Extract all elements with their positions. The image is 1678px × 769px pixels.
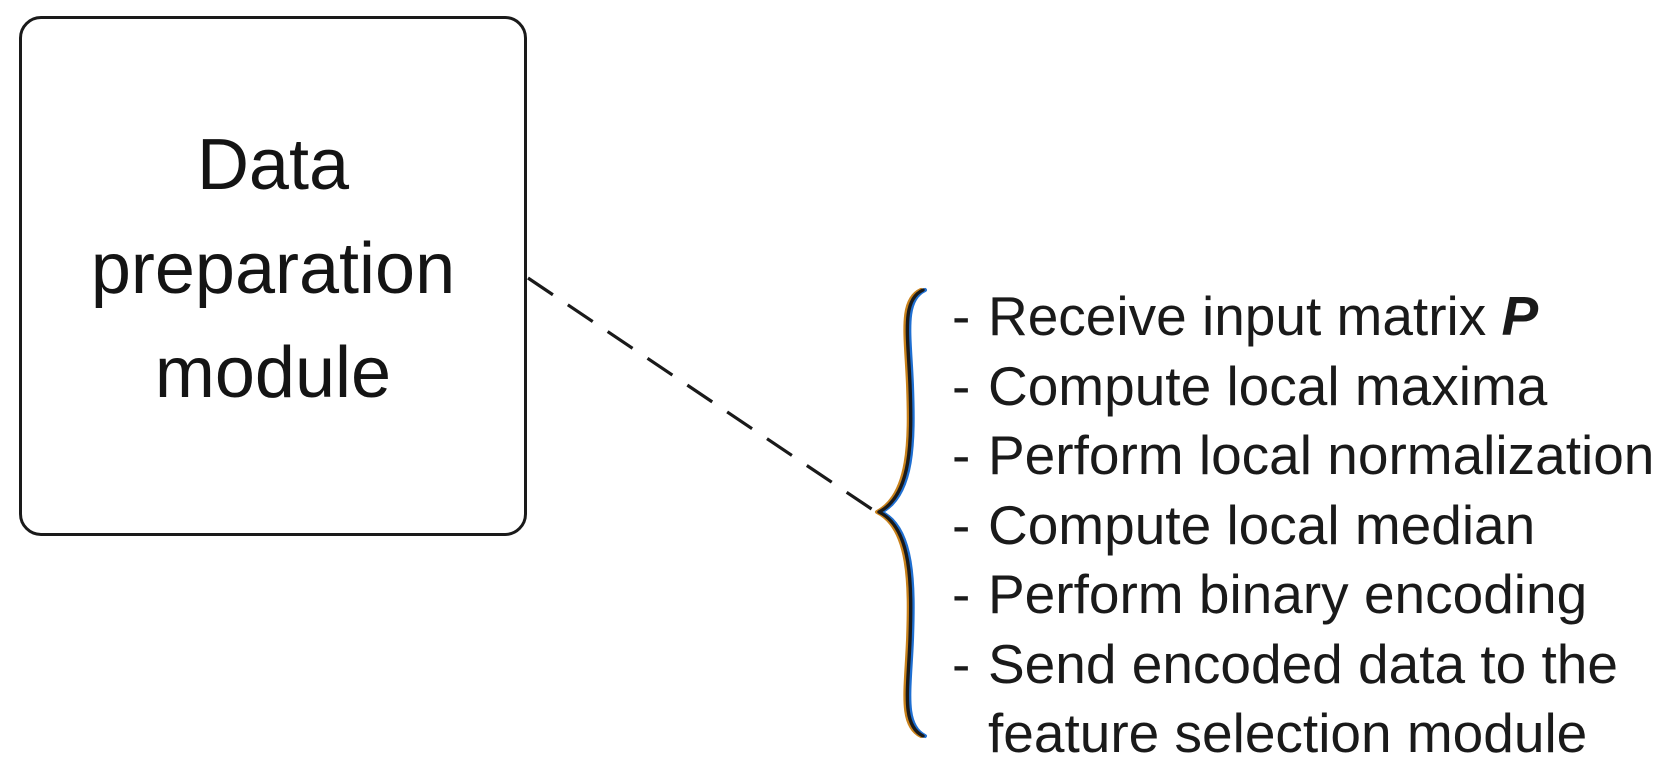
step-send-encoded-data: -Send encoded data to the [952,630,1672,700]
data-preparation-module-box: Data preparation module [19,16,527,536]
module-title-line-2: preparation [90,229,456,309]
step-local-maxima: -Compute local maxima [952,352,1672,422]
matrix-symbol: P [1501,285,1539,347]
bullet-dash: - [952,632,971,695]
bullet-dash: - [952,493,971,556]
curly-brace [875,288,927,738]
dashed-connector [527,276,877,514]
bullet-dash: - [952,563,971,625]
step-text: Perform local normalization [988,424,1655,486]
bullet-dash: - [952,424,971,486]
bullet-dash: - [952,285,971,347]
step-local-median: -Compute local median [952,491,1672,561]
step-text: Send encoded data to the [988,632,1618,695]
module-title-line-3: module [154,333,392,413]
module-title-line-1: Data [196,125,350,205]
step-text: Receive input matrix [988,285,1502,347]
step-local-normalization: -Perform local normalization [952,421,1672,491]
bullet-dash: - [952,354,971,417]
step-text: Compute local maxima [988,354,1548,417]
step-send-encoded-data-continuation: feature selection module [988,702,1588,764]
step-text: Compute local median [988,493,1536,556]
processing-steps-list: -Receive input matrix P -Compute local m… [952,282,1672,769]
step-receive-input: -Receive input matrix P [952,282,1672,352]
step-text: Perform binary encoding [988,563,1588,625]
module-title: Data preparation module [91,113,455,425]
step-binary-encoding: -Perform binary encoding [952,560,1672,630]
